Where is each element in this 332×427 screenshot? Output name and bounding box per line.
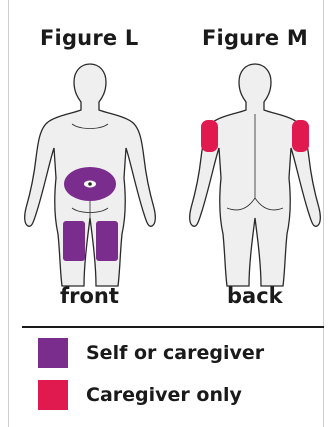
- legend-item-caregiver-only: Caregiver only: [38, 380, 242, 410]
- abdomen-injection-site: [64, 167, 116, 201]
- left-thigh-injection-site: [63, 221, 85, 261]
- pink-swatch: [38, 380, 68, 410]
- purple-swatch: [38, 338, 68, 368]
- front-view-label: front: [60, 284, 119, 308]
- legend-item-self-or-caregiver: Self or caregiver: [38, 338, 264, 368]
- figure-l-title: Figure L: [40, 26, 138, 50]
- left-upper-arm-injection-site: [201, 120, 218, 152]
- legend-label: Caregiver only: [86, 384, 242, 406]
- legend-label: Self or caregiver: [86, 342, 264, 364]
- back-view-label: back: [227, 284, 283, 308]
- legend-divider: [22, 326, 324, 328]
- right-thigh-injection-site: [96, 221, 118, 261]
- figure-m-title: Figure M: [202, 26, 308, 50]
- right-upper-arm-injection-site: [292, 120, 309, 152]
- back-body-figure: [175, 58, 332, 288]
- front-body-figure: [10, 58, 170, 288]
